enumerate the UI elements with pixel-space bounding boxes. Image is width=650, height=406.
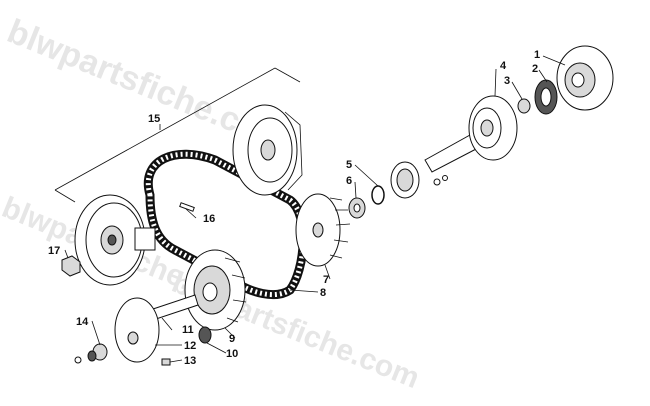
part-2-bearing — [534, 79, 558, 115]
part-12-moveable-sheave — [114, 297, 160, 363]
callout-17: 17 — [48, 245, 60, 257]
part-3-washer — [517, 98, 531, 114]
callout-4: 4 — [500, 60, 507, 72]
left-clutch-disk — [74, 194, 156, 286]
part-1-gear-housing — [556, 45, 614, 111]
secondary-sheave-upper — [232, 104, 303, 196]
callout-6: 6 — [346, 175, 352, 187]
shaft-assembly — [424, 95, 518, 173]
callout-12: 12 — [184, 340, 196, 352]
part-17-nut — [61, 255, 81, 277]
callout-9: 9 — [229, 333, 235, 345]
callout-7: 7 — [323, 274, 329, 286]
part-10-bushing — [198, 326, 212, 344]
callout-16: 16 — [203, 213, 215, 225]
splined-hub — [390, 161, 448, 199]
callout-13: 13 — [184, 355, 196, 367]
callout-8: 8 — [320, 287, 326, 299]
callout-10: 10 — [226, 348, 238, 360]
callout-15: 15 — [148, 113, 160, 125]
part-6-bearing — [348, 197, 366, 219]
drive-belt — [143, 149, 308, 299]
callout-11: 11 — [182, 324, 194, 336]
callout-3: 3 — [504, 75, 510, 87]
primary-clutch-body — [184, 249, 247, 331]
part-13-fastener — [161, 358, 171, 366]
part-14-nut — [74, 343, 108, 364]
part-5-snap-ring — [371, 185, 385, 205]
callout-14: 14 — [76, 316, 89, 328]
callout-2: 2 — [532, 63, 538, 75]
fan-disk — [295, 193, 351, 267]
callout-1: 1 — [534, 49, 540, 61]
bracket-15 — [54, 67, 301, 203]
callout-labels: 1 2 3 4 5 6 7 8 9 10 11 12 13 14 15 16 1… — [48, 49, 540, 367]
callout-5: 5 — [346, 159, 352, 171]
leader-lines — [64, 55, 566, 363]
